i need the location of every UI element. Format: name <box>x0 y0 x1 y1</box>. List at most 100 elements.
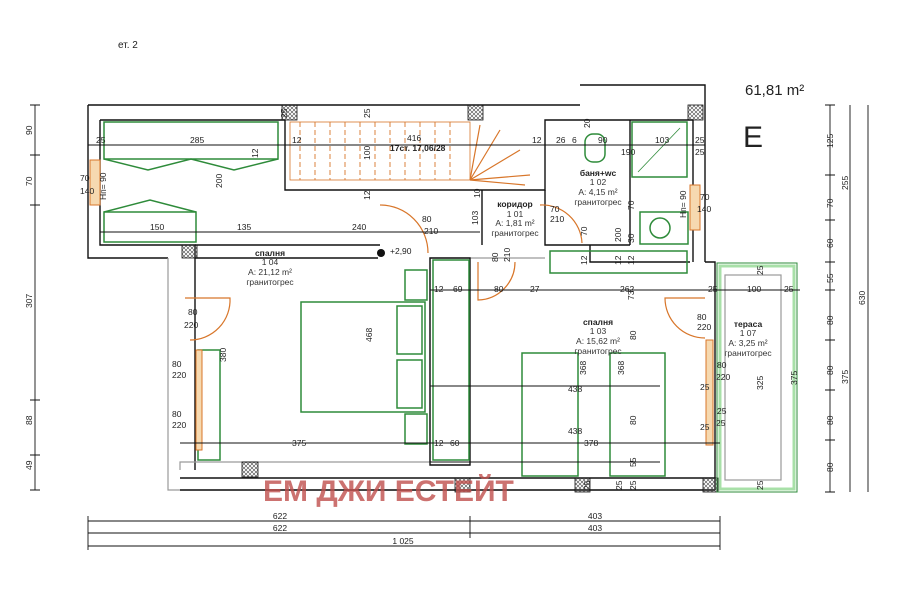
room-floor: гранитогрес <box>574 197 622 207</box>
dim-label: 25 <box>717 406 727 416</box>
stairs-spec: 17ст. 17,06/28 <box>390 143 446 153</box>
dim-label: 1 025 <box>392 536 414 546</box>
dim-label: 88 <box>24 415 34 425</box>
dim-label: 30 <box>626 233 636 243</box>
unit-letter: E <box>743 121 763 154</box>
single-bed <box>609 352 666 477</box>
dim-label: 25 <box>755 480 765 490</box>
window <box>689 184 701 231</box>
dim-label: 25 <box>582 480 592 490</box>
left-dimensions: 90 70 307 88 49 <box>24 125 34 470</box>
doors-windows <box>89 159 714 451</box>
dim-label: 25 <box>362 108 372 118</box>
dim-label: 70 <box>626 200 636 210</box>
window <box>195 349 203 451</box>
dim-label: 49 <box>24 460 34 470</box>
dim-label: 25 <box>695 147 705 157</box>
dim-label: 12 <box>613 255 623 265</box>
dim-label: 210 <box>424 226 438 236</box>
dim-label: 25 <box>96 135 106 145</box>
room-area: A: 4,15 m² <box>578 187 617 197</box>
room-label-1-07: тераса 1 07 A: 3,25 m² гранитогрес <box>724 319 772 358</box>
floor-label: ет. 2 <box>118 40 138 51</box>
wardrobe <box>103 211 197 243</box>
door <box>477 261 516 301</box>
dim-label: 307 <box>24 294 34 308</box>
dim-label: 125 <box>825 134 835 148</box>
dim-label: 25 <box>755 265 765 275</box>
door <box>185 297 231 341</box>
dim-label: 140 <box>80 186 94 196</box>
dim-label: 200 <box>214 174 224 188</box>
dim-label: 630 <box>857 291 867 305</box>
level-marker-icon <box>377 249 385 257</box>
room-number: 1 03 <box>590 326 607 336</box>
column <box>454 477 471 493</box>
dim-label: 10 <box>472 188 482 198</box>
dim-label: 60 <box>450 438 460 448</box>
wardrobe <box>432 259 470 461</box>
dim-label: 80 <box>717 360 727 370</box>
dim-label: 25 <box>614 480 624 490</box>
dim-label: 220 <box>697 322 711 332</box>
dim-label: 80 <box>825 462 835 472</box>
dimension-lines <box>30 104 869 550</box>
dim-label: 80 <box>172 409 182 419</box>
dim-label: 438 <box>568 384 582 394</box>
dim-label: 70 <box>80 173 90 183</box>
shower <box>631 121 688 178</box>
dim-label: 80 <box>172 359 182 369</box>
dim-label: 80 <box>422 214 432 224</box>
dim-label: 70 <box>579 226 589 236</box>
washbasin <box>639 211 689 245</box>
dim-label: 262 <box>620 284 634 294</box>
dim-label: 622 <box>273 523 287 533</box>
dim-label: 220 <box>172 420 186 430</box>
dim-label: 375 <box>840 370 850 384</box>
dim-label: 403 <box>588 523 602 533</box>
dim-label: 220 <box>172 370 186 380</box>
window <box>89 159 101 206</box>
column <box>181 244 198 259</box>
dim-label: 140 <box>697 204 711 214</box>
watermark: ЕМ ДЖИ ЕСТЕЙТ <box>263 474 514 508</box>
room-label-1-01: коридор 1 01 A: 1,81 m² гранитогрес <box>491 199 539 238</box>
room-number: 1 04 <box>262 257 279 267</box>
dim-label: 368 <box>616 361 626 375</box>
pillow <box>396 359 423 409</box>
door <box>539 204 583 244</box>
room-area: A: 15,62 m² <box>576 336 620 346</box>
dim-label: 220 <box>716 372 730 382</box>
dim-label: 80 <box>697 312 707 322</box>
dim-label: 12 <box>579 255 589 265</box>
dim-label: 80 <box>188 307 198 317</box>
dim-label: 55 <box>825 273 835 283</box>
dim-label: 285 <box>190 135 204 145</box>
dim-label: 375 <box>789 371 799 385</box>
room-number: 1 02 <box>590 177 607 187</box>
dim-label: 80 <box>825 415 835 425</box>
dim-label: 25 <box>695 135 705 145</box>
dim-label: 12 <box>292 135 302 145</box>
dim-label: 240 <box>352 222 366 232</box>
dim-label: 12 <box>362 190 372 200</box>
dim-label: 25 <box>700 422 710 432</box>
dim-label: 12 <box>250 148 260 158</box>
dim-label: 70 <box>700 192 710 202</box>
dim-label: 200 <box>613 228 623 242</box>
right-dimensions: 125 70 60 55 80 80 80 80 255 375 630 <box>825 134 867 472</box>
dim-label: 69 <box>453 284 463 294</box>
room-floor: гранитогрес <box>491 228 539 238</box>
dim-label: 73 <box>626 290 636 300</box>
dim-label: 6 <box>572 135 577 145</box>
column <box>241 461 259 478</box>
dim-label: 403 <box>588 511 602 521</box>
dim-label: 12 <box>626 255 636 265</box>
dim-label: 90 <box>24 125 34 135</box>
dim-label: 220 <box>184 320 198 330</box>
room-name: коридор <box>497 199 533 209</box>
dim-label: 468 <box>364 328 374 342</box>
